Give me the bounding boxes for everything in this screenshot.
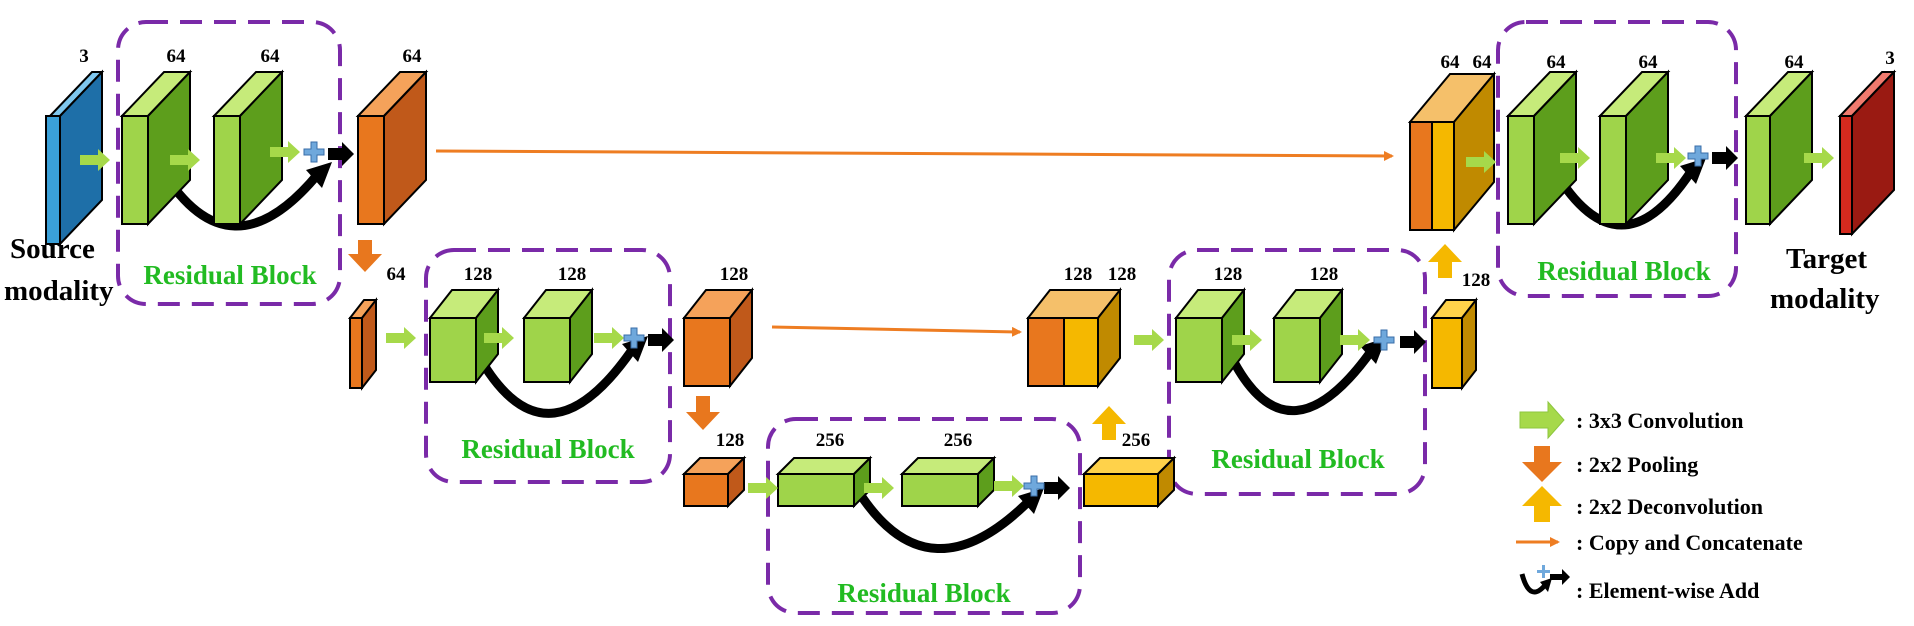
residual-block-label-2: Residual Block [461,434,634,464]
residual-curve-2 [479,342,639,418]
decoder1-conv-a [1505,69,1579,227]
add-icon [1519,565,1570,595]
dim-encoder1-conv-a: 64 [167,46,187,67]
legend-conv-label: : 3x3 Convolution [1576,408,1743,433]
legend-pool-label: : 2x2 Pooling [1576,452,1698,477]
residual-block-2-frame [424,248,672,484]
skip-connection-1 [435,149,1394,161]
dim-decoder2-concat-b: 128 [1108,264,1137,285]
target-label-line2: modality [1770,283,1880,315]
dimension-labels: 3 64 64 64 64 128 128 128 128 256 256 25… [79,46,1895,451]
dim-decoder1-conv-b: 64 [1639,52,1659,73]
residual-curve-4 [1229,345,1377,416]
residual-block-label-5: Residual Block [1537,256,1710,286]
dim-decoder2-concat-a: 128 [1064,264,1093,285]
encoder2-conv-a [427,287,501,385]
residual-block-label-1: Residual Block [143,260,316,290]
conv-arrow-icon [1519,400,1565,440]
decoder1-conv-final [1743,69,1815,227]
encoder1-conv-a [119,69,193,227]
skip-connection-2 [771,325,1022,337]
dim-decoder1-conv-final: 64 [1785,52,1805,73]
pool-arrow-icon [1522,446,1562,482]
source-label: Source [10,233,95,265]
legend: : 3x3 Convolution : 2x2 Pooling : 2x2 De… [1516,400,1803,603]
deconv-arrow-1 [1092,406,1126,440]
residual-block-labels: Residual Block Residual Block Residual B… [143,256,1710,608]
dim-upsampled-2: 128 [1462,270,1491,291]
dim-encoder2-output: 128 [720,264,749,285]
residual-block-3-frame [766,417,1082,615]
dim-pooled-1: 64 [387,264,407,285]
dim-decoder2-conv-a: 128 [1214,264,1243,285]
upsampled-map-2 [1429,297,1479,391]
dim-bottleneck-conv-b: 256 [944,430,973,451]
deconv-arrow-icon [1522,486,1562,522]
dim-input: 3 [79,46,89,67]
dim-encoder1-conv-b: 64 [261,46,281,67]
upsampled-map-1 [1081,455,1177,509]
residual-block-5-frame [1496,20,1738,298]
dim-encoder2-conv-a: 128 [464,264,493,285]
dim-decoder1-conv-a: 64 [1547,52,1567,73]
decoder2-concat [1025,287,1123,389]
dim-pooled-2: 128 [716,430,745,451]
skip-connections [435,149,1394,337]
deconv-arrows [1092,244,1462,440]
encoder2-conv-b [521,287,595,385]
residual-block-frames [116,20,1738,615]
dim-encoder1-output: 64 [403,46,423,67]
bottleneck-conv-a [775,455,873,509]
pool-arrows [348,240,720,430]
deconv-arrow-2 [1428,244,1462,278]
decoder2-conv-b [1271,287,1345,385]
residual-block-1-frame [116,20,342,306]
decoder2-conv-a [1173,287,1247,385]
decoder1-concat [1407,71,1497,233]
legend-copy-label: : Copy and Concatenate [1576,530,1803,555]
residual-block-label-4: Residual Block [1211,444,1384,474]
pooled-map-1 [347,297,379,391]
residual-curve-3 [855,489,1035,553]
target-label: Target [1786,243,1867,275]
residual-block-label-3: Residual Block [837,578,1010,608]
bottleneck-conv-b [899,455,997,509]
decoder1-conv-b [1597,69,1671,227]
legend-add-label: : Element-wise Add [1576,578,1759,603]
dim-output: 3 [1885,48,1895,69]
pooled-map-2 [681,455,747,509]
encoder1-output [355,69,429,227]
legend-deconv-label: : 2x2 Deconvolution [1576,494,1763,519]
input-feature-map [45,69,105,247]
source-label-line2: modality [4,275,114,307]
dim-upsampled-1: 256 [1122,430,1151,451]
residual-curves [157,165,1697,553]
dim-decoder1-concat-a: 64 [1441,52,1461,73]
encoder2-output [681,287,755,389]
dim-encoder2-conv-b: 128 [558,264,587,285]
output-feature-map [1837,69,1897,237]
dim-decoder1-concat-b: 64 [1473,52,1493,73]
dim-bottleneck-conv-a: 256 [816,430,845,451]
encoder1-conv-b [211,69,285,227]
dim-decoder2-conv-b: 128 [1310,264,1339,285]
residual-curve-1 [157,165,323,231]
pool-arrow-2 [686,396,720,430]
pool-arrow-1 [348,240,382,272]
